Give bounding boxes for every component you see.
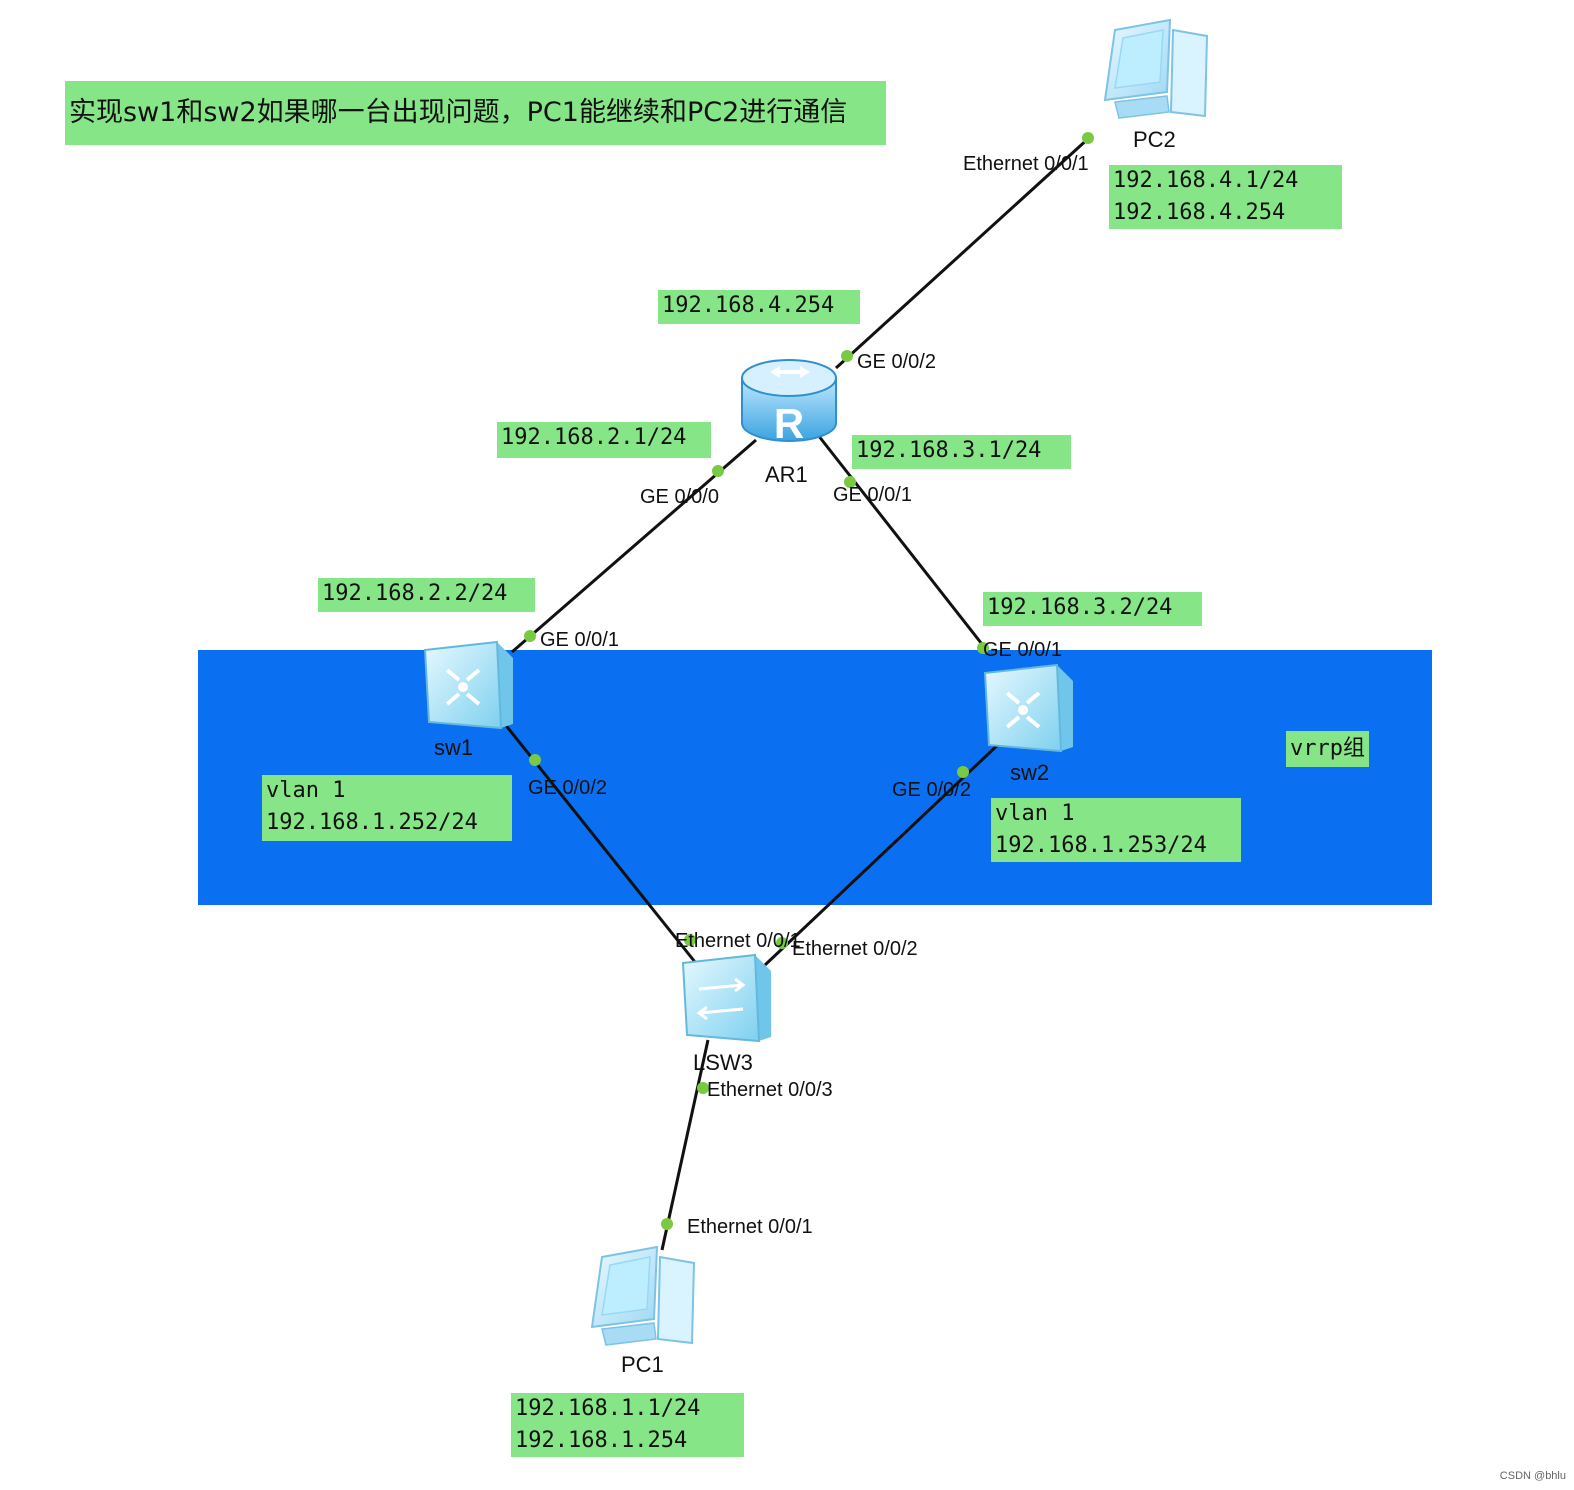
sw1-ge2-port-label: GE 0/0/2 xyxy=(528,777,607,799)
sw2-uplink-address-note: 192.168.3.2/24 xyxy=(983,592,1202,626)
vrrp-group-label: vrrp组 xyxy=(1286,731,1369,767)
port-dots xyxy=(524,132,1094,1230)
lsw3-e3-port-label: Ethernet 0/0/3 xyxy=(707,1079,833,1101)
ar1-ge2-address-note: 192.168.4.254 xyxy=(658,290,860,324)
port-dot xyxy=(712,465,724,477)
port-dot xyxy=(844,476,856,488)
port-dot xyxy=(977,642,989,654)
sw1-uplink-address-note: 192.168.2.2/24 xyxy=(318,578,535,612)
pc2-computer-icon[interactable] xyxy=(1103,18,1209,119)
link-ar1-sw2 xyxy=(816,434,987,649)
port-dot xyxy=(684,934,696,946)
port-dot xyxy=(957,766,969,778)
lsw3-e2-port-label: Ethernet 0/0/2 xyxy=(792,938,918,960)
port-dot xyxy=(841,350,853,362)
sw2-vlan-note: vlan 1 192.168.1.253/24 xyxy=(991,798,1241,862)
sw1-vlan-id: vlan 1 xyxy=(266,778,346,803)
lsw3-switch-icon[interactable] xyxy=(681,953,771,1043)
pc1-computer-icon[interactable] xyxy=(590,1245,696,1346)
pc1-gateway: 192.168.1.254 xyxy=(515,1428,688,1453)
ar1-label: AR1 xyxy=(765,462,808,487)
pc2-gateway: 192.168.4.254 xyxy=(1113,200,1286,225)
port-dot xyxy=(776,937,788,949)
sw2-vlan-id: vlan 1 xyxy=(995,801,1075,826)
pc1-port-label: Ethernet 0/0/1 xyxy=(687,1216,813,1238)
pc2-ip: 192.168.4.1/24 xyxy=(1113,168,1299,193)
pc2-address-note: 192.168.4.1/24 192.168.4.254 xyxy=(1109,165,1342,229)
pc2-port-label: Ethernet 0/0/1 xyxy=(963,153,1089,175)
ar1-router-icon[interactable]: R xyxy=(741,359,837,447)
pc1-label: PC1 xyxy=(621,1352,664,1377)
sw2-ge1-port-label: GE 0/0/1 xyxy=(983,639,1062,661)
ar1-ge1-address-note: 192.168.3.1/24 xyxy=(852,435,1071,469)
pc1-ip: 192.168.1.1/24 xyxy=(515,1396,701,1421)
watermark: CSDN @bhlu xyxy=(1499,1470,1566,1482)
svg-text:R: R xyxy=(774,400,804,447)
port-dot xyxy=(524,630,536,642)
sw1-label: sw1 xyxy=(434,735,473,760)
sw2-switch-icon[interactable] xyxy=(983,663,1073,753)
port-dot xyxy=(529,754,541,766)
sw2-ge2-port-label: GE 0/0/2 xyxy=(892,779,971,801)
pc1-address-note: 192.168.1.1/24 192.168.1.254 xyxy=(511,1393,744,1457)
ar1-ge2-port-label: GE 0/0/2 xyxy=(857,351,936,373)
ar1-ge1-port-label: GE 0/0/1 xyxy=(833,484,912,506)
sw1-switch-icon[interactable] xyxy=(423,640,513,730)
ar1-ge0-port-label: GE 0/0/0 xyxy=(640,486,719,508)
lsw3-label: LSW3 xyxy=(693,1050,753,1075)
sw1-vlan-ip: 192.168.1.252/24 xyxy=(266,810,478,835)
sw2-vlan-ip: 192.168.1.253/24 xyxy=(995,833,1207,858)
port-dot xyxy=(1082,132,1094,144)
link-lsw3-pc1 xyxy=(660,1039,710,1251)
pc2-label: PC2 xyxy=(1133,127,1176,152)
port-dot xyxy=(661,1218,673,1230)
sw1-ge1-port-label: GE 0/0/1 xyxy=(540,629,619,651)
sw2-label: sw2 xyxy=(1010,760,1049,785)
sw1-vlan-note: vlan 1 192.168.1.252/24 xyxy=(262,775,512,841)
ar1-ge0-address-note: 192.168.2.1/24 xyxy=(497,422,711,458)
link-pc2-ar1 xyxy=(834,135,1092,370)
task-title-note: 实现sw1和sw2如果哪一台出现问题，PC1能继续和PC2进行通信 xyxy=(65,81,886,145)
port-dot xyxy=(697,1082,709,1094)
lsw3-e1-port-label: Ethernet 0/0/1 xyxy=(675,930,801,952)
